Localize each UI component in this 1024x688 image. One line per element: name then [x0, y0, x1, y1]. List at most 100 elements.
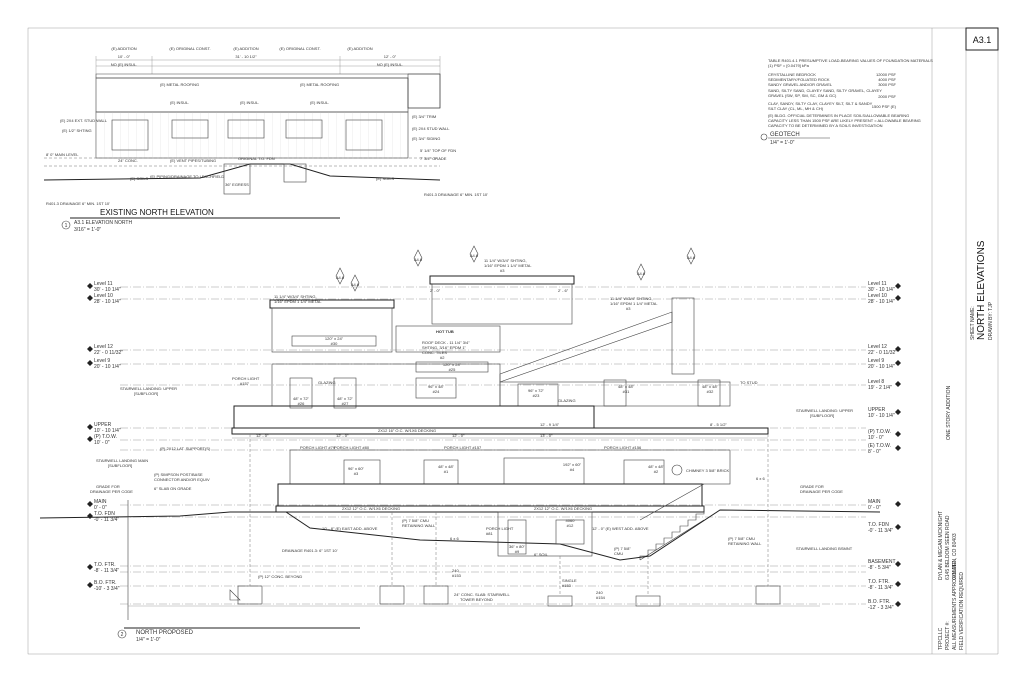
window-clerestory [291, 335, 377, 347]
svg-text:#30: #30 [331, 341, 338, 346]
existing-egress [223, 163, 251, 195]
owner-city: GOLDEN, CO 80403 [952, 533, 958, 580]
svg-text:RETAINING WALL: RETAINING WALL [402, 523, 436, 528]
svg-text:-12' - 3 3/4": -12' - 3 3/4" [868, 605, 894, 611]
svg-text:STAIRWELL LANDING: UPPER: STAIRWELL LANDING: UPPER [120, 386, 177, 391]
section-marker: A4.6 [469, 245, 479, 263]
svg-text:1/16" EPDM 1 1/4" METAL: 1/16" EPDM 1 1/4" METAL [610, 301, 658, 306]
svg-text:(E) METAL ROOFING: (E) METAL ROOFING [300, 82, 339, 87]
svg-text:12000 PSF: 12000 PSF [876, 72, 897, 77]
svg-text:(E) VENT PIPES/TUBING: (E) VENT PIPES/TUBING [170, 158, 216, 163]
svg-text:A4.6: A4.6 [414, 257, 423, 262]
existing-window [227, 119, 265, 139]
svg-text:28' - 10 1/4": 28' - 10 1/4" [94, 299, 121, 305]
svg-text:SEDIMENTARY/FOLIATED ROCK: SEDIMENTARY/FOLIATED ROCK [768, 77, 830, 82]
proposed-scale: 1/4" = 1'-0" [136, 637, 161, 643]
measurement-note: ALL MEASUREMENTS APPROXIMATE [952, 560, 958, 650]
svg-text:NO (E) INSUL.: NO (E) INSUL. [111, 62, 137, 67]
svg-text:A4.6: A4.6 [470, 253, 479, 258]
svg-text:30' - 10 1/4": 30' - 10 1/4" [868, 287, 895, 293]
svg-text:(E) INSUL.: (E) INSUL. [310, 100, 329, 105]
svg-text:(E) PIPING/DRAINAGE TO LEACHFI: (E) PIPING/DRAINAGE TO LEACHFIELD [150, 174, 224, 179]
svg-text:RETAINING WALL: RETAINING WALL [728, 541, 762, 546]
svg-text:DRAINAGE PER CODE: DRAINAGE PER CODE [90, 489, 133, 494]
svg-text:12' - 0" (E) WEST ADD. ABOVE: 12' - 0" (E) WEST ADD. ABOVE [592, 526, 649, 531]
exterior-stair [639, 506, 705, 560]
section-marker: A4.6 [335, 267, 345, 285]
svg-text:PORCH LIGHT: PORCH LIGHT [486, 526, 514, 531]
svg-text:(P) SIMPSON POST/BASE: (P) SIMPSON POST/BASE [154, 472, 203, 477]
proposed-elevation: A4.6 A4.6 A4.6 A4.6 A4.6 A4.6 [39, 245, 901, 643]
svg-text:Level 11: Level 11 [868, 281, 887, 287]
svg-text:6 x 6: 6 x 6 [756, 476, 765, 481]
window-clerestory-2 [415, 361, 489, 373]
svg-text:GRADE FOR: GRADE FOR [800, 484, 824, 489]
svg-text:SINGLE: SINGLE [562, 578, 577, 583]
svg-text:#12: #12 [567, 523, 574, 528]
svg-text:#157: #157 [240, 381, 250, 386]
roof-deck-railing [395, 325, 501, 353]
geotech-scale: 1/4" = 1'-0" [770, 140, 795, 146]
svg-text:48" x 48": 48" x 48" [438, 464, 455, 469]
existing-elevation-title: EXISTING NORTH ELEVATION [100, 208, 214, 217]
proposed-grade-line [39, 509, 881, 561]
svg-text:12' - 0": 12' - 0" [256, 433, 269, 438]
svg-text:96" x 48": 96" x 48" [428, 384, 445, 389]
existing-window [111, 119, 149, 151]
svg-text:240: 240 [596, 590, 603, 595]
svg-text:#3: #3 [354, 471, 359, 476]
svg-text:0' - 0": 0' - 0" [94, 505, 107, 511]
footing [423, 585, 449, 605]
svg-text:1/16" EPDM 1 1/4" METAL: 1/16" EPDM 1 1/4" METAL [484, 263, 532, 268]
svg-text:SANDY GRAVEL AND/OR GRAVEL: SANDY GRAVEL AND/OR GRAVEL [768, 82, 833, 87]
svg-text:R401.3 DRAINAGE 6" MIN. 1ST 10: R401.3 DRAINAGE 6" MIN. 1ST 10' [46, 201, 110, 206]
svg-text:13' - 0": 13' - 0" [540, 433, 553, 438]
section-marker: A4.6 [350, 274, 360, 292]
svg-text:PORCH LIGHT #80: PORCH LIGHT #80 [334, 445, 370, 450]
tower-roof [429, 275, 575, 285]
window-96x48 [415, 377, 457, 399]
view-ref-label: A3.1 ELEVATION NORTH [74, 220, 132, 226]
svg-text:R401.3 DRAINAGE 6" MIN. 1ST 10: R401.3 DRAINAGE 6" MIN. 1ST 10' [424, 192, 488, 197]
project-scope: ONE STORY ADDITION [946, 385, 952, 440]
svg-text:1: 1 [65, 223, 68, 229]
existing-metal-roof [95, 77, 409, 113]
svg-text:STAIRWELL LANDING: UPPER: STAIRWELL LANDING: UPPER [796, 408, 853, 413]
company-name: TFPCLLC [938, 627, 944, 650]
svg-text:CONNECTOR AND/OR EQUIV: CONNECTOR AND/OR EQUIV [154, 477, 210, 482]
svg-text:12' - 0": 12' - 0" [336, 433, 349, 438]
svg-text:(P) T.O.W.: (P) T.O.W. [94, 434, 117, 440]
svg-text:10' - 10 1/4": 10' - 10 1/4" [94, 428, 121, 434]
svg-text:24" CONC.: 24" CONC. [118, 158, 138, 163]
footing [379, 585, 405, 605]
svg-text:PORCH LIGHT: PORCH LIGHT [232, 376, 260, 381]
svg-text:#27: #27 [342, 401, 349, 406]
svg-text:11 1/4" W/3/4" SHTING,: 11 1/4" W/3/4" SHTING, [484, 258, 527, 263]
main-deck-joist [275, 505, 705, 513]
hot-tub-label: HOT TUB [436, 329, 454, 334]
svg-text:36" x 80": 36" x 80" [509, 544, 526, 549]
svg-text:(P) 7 5/8" CMU: (P) 7 5/8" CMU [402, 518, 429, 523]
svg-text:A4.6: A4.6 [351, 282, 360, 287]
window-48x48 [603, 379, 627, 407]
svg-text:Level 10: Level 10 [94, 293, 113, 299]
svg-text:28' - 10 1/4": 28' - 10 1/4" [868, 299, 895, 305]
svg-text:#153: #153 [452, 573, 462, 578]
left-upper-wall [271, 307, 393, 353]
titleblock-scope: ONE STORY ADDITION [946, 385, 952, 440]
window-48x48 [697, 379, 721, 407]
svg-text:CRYSTALLINE BEDROCK: CRYSTALLINE BEDROCK [768, 72, 816, 77]
svg-text:0' - 0": 0' - 0" [868, 505, 881, 511]
svg-text:10' - 0": 10' - 0" [868, 435, 884, 441]
svg-text:1500 PSF (E): 1500 PSF (E) [872, 104, 897, 109]
svg-text:MAIN: MAIN [94, 499, 107, 505]
view-ref-bubble [61, 220, 71, 230]
existing-elevation: (E) ADDITION (E) ORIGINAL CONST. (E) ADD… [43, 46, 488, 233]
svg-text:2000 PSF: 2000 PSF [878, 94, 896, 99]
svg-text:STAIRWELL LANDING MAIN: STAIRWELL LANDING MAIN [96, 458, 148, 463]
svg-text:Level 10: Level 10 [868, 293, 887, 299]
svg-text:(E) 2X4 STUD WALL: (E) 2X4 STUD WALL [412, 126, 450, 131]
tower-wall [431, 283, 573, 325]
titleblock-company: TFPCLLC PROJECT #: ALL MEASUREMENTS APPR… [938, 560, 965, 650]
